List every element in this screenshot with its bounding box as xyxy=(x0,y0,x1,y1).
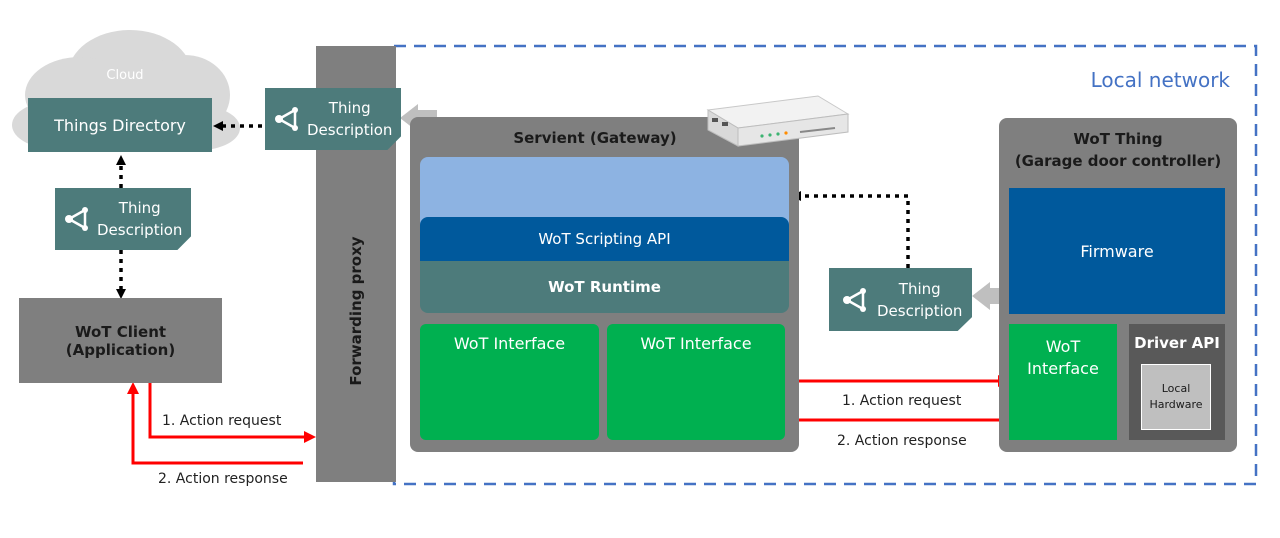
thing-description-card-thing: Thing Description xyxy=(829,268,972,331)
thing-description-text: Thing Description xyxy=(877,278,962,322)
scripting-api-label: WoT Scripting API xyxy=(538,230,671,248)
thing-description-line2: Description xyxy=(97,221,183,239)
driver-api-label: Driver API xyxy=(1134,334,1220,352)
local-hardware-line1: Local xyxy=(1161,382,1191,395)
thing-interface-line2: Interface xyxy=(1027,359,1099,378)
servient-title: Servient (Gateway) xyxy=(513,129,677,147)
wot-client-box: WoT Client (Application) xyxy=(19,298,222,383)
cloud-label: Cloud xyxy=(106,68,144,83)
thing-description-icon xyxy=(843,287,866,312)
runtime-layer: WoT Runtime xyxy=(420,261,789,313)
client-action-response-label: 2. Action response xyxy=(158,471,288,487)
wot-thing-title-line1: WoT Thing xyxy=(1073,130,1163,148)
local-network-label: Local network xyxy=(1090,68,1230,92)
driver-api-block: Driver API Local Hardware xyxy=(1129,324,1225,440)
gateway-interface-2-label: WoT Interface xyxy=(640,334,752,353)
gateway-action-response-label: 2. Action response xyxy=(837,433,967,449)
scripting-api-layer: WoT Scripting API xyxy=(420,217,789,261)
thing-description-icon xyxy=(65,207,88,231)
thing-description-line2: Description xyxy=(307,121,393,139)
thing-description-line1: Thing xyxy=(328,99,371,117)
things-directory-label: Things Directory xyxy=(54,115,186,135)
gateway-action-request-label: 1. Action request xyxy=(842,393,962,409)
runtime-label: WoT Runtime xyxy=(548,278,661,296)
wot-client-subtitle: (Application) xyxy=(65,340,176,359)
thing-interface-block: WoT Interface xyxy=(1009,324,1117,440)
thing-interface-line1: WoT xyxy=(1045,337,1081,356)
wot-thing-title: WoT Thing (Garage door controller) xyxy=(999,128,1237,172)
wot-thing-title-line2: (Garage door controller) xyxy=(1014,152,1222,170)
thing-description-line1: Thing xyxy=(118,199,161,217)
client-action-request-label: 1. Action request xyxy=(162,413,282,429)
client-action-response-arrow xyxy=(127,382,303,465)
thing-description-card-proxy: Thing Description xyxy=(265,88,401,150)
thing-description-line2: Description xyxy=(877,301,963,320)
thing-description-icon xyxy=(275,107,298,131)
forwarding-proxy-label: Forwarding proxy xyxy=(347,236,365,386)
firmware-block: Firmware xyxy=(1009,188,1225,314)
gateway-interface-1-label: WoT Interface xyxy=(453,334,566,353)
thing-description-line1: Thing xyxy=(898,279,941,298)
gateway-interface-2: WoT Interface xyxy=(607,324,785,440)
wot-client-title: WoT Client xyxy=(74,322,167,341)
servient-gateway-box: Servient (Gateway) WoT Scripting API WoT… xyxy=(410,117,799,452)
thing-description-text: Thing Description xyxy=(97,197,182,241)
thing-description-card-client: Thing Description xyxy=(55,188,191,250)
local-hardware-block: Local Hardware xyxy=(1141,364,1211,430)
thing-description-text: Thing Description xyxy=(307,97,392,141)
wot-thing-box: WoT Thing (Garage door controller) Firmw… xyxy=(999,118,1237,452)
things-directory-box: Things Directory xyxy=(28,98,212,152)
firmware-label: Firmware xyxy=(1080,241,1154,261)
client-action-request-arrow xyxy=(148,382,316,443)
local-hardware-line2: Hardware xyxy=(1149,398,1203,411)
thing-td-to-gateway-arrow xyxy=(791,191,910,268)
gateway-interface-1: WoT Interface xyxy=(420,324,599,440)
gateway-device-icon xyxy=(706,95,850,147)
